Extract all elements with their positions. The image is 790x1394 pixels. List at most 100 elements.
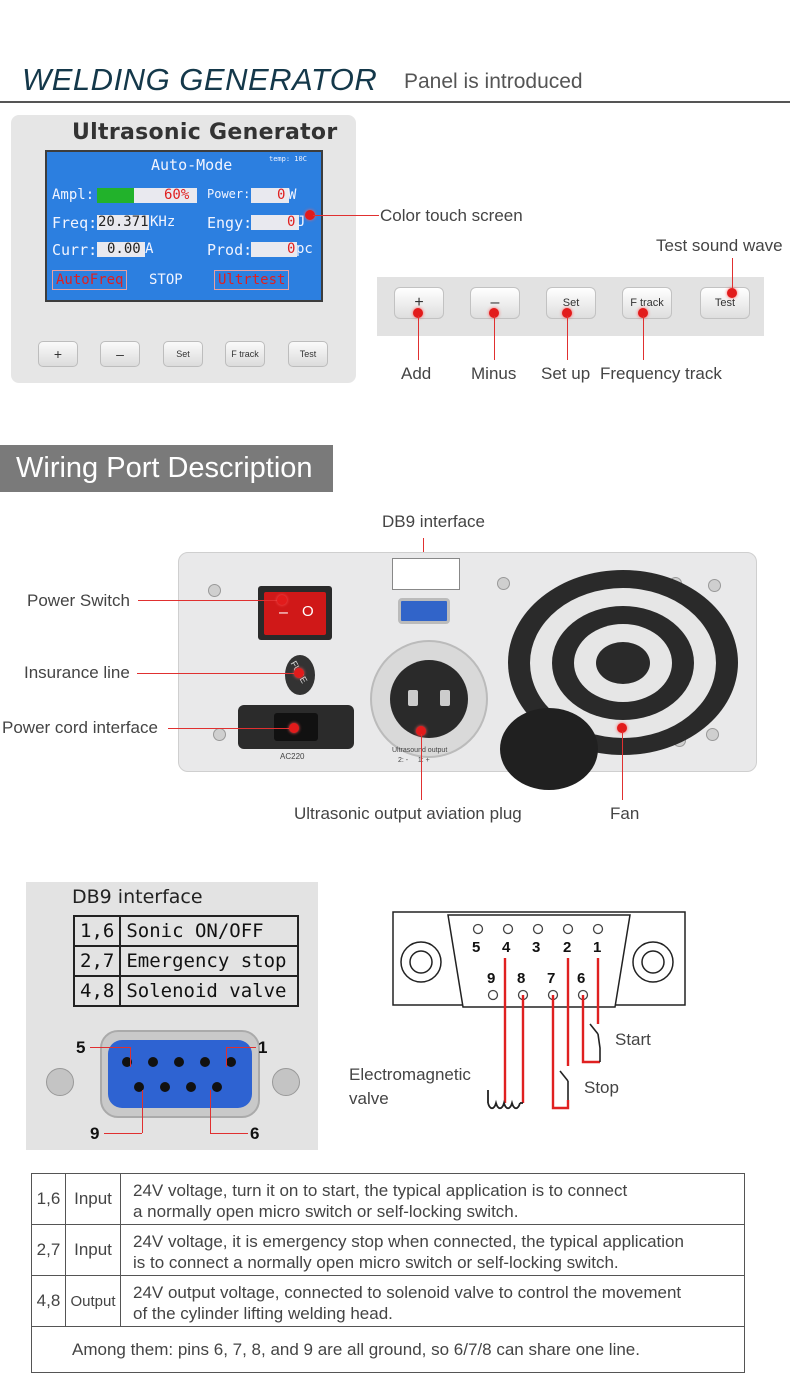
db9-interface-callout: DB9 interface — [382, 512, 485, 531]
mount-hole-inner — [409, 950, 433, 974]
test-callout-line — [732, 258, 733, 288]
panel-set-button[interactable]: Set — [163, 341, 203, 367]
pin6-line — [210, 1090, 211, 1133]
type-cell: Input — [65, 1173, 121, 1225]
lcd-freq-unit: KHz — [150, 214, 176, 230]
pin-cell: 2,7 — [31, 1224, 66, 1276]
db9-callout-line — [423, 538, 424, 558]
fan-callout-dot — [617, 723, 627, 733]
electromagnetic-valve-label-1: Electromagnetic — [349, 1065, 471, 1084]
setup-callout-dot — [562, 308, 572, 318]
pin-hole — [174, 1057, 184, 1067]
pin-hole — [212, 1082, 222, 1092]
description-cell: 24V voltage, turn it on to start, the ty… — [120, 1173, 745, 1225]
fan-label: Fan — [610, 804, 640, 823]
pin-hole — [200, 1057, 210, 1067]
add-label: Add — [401, 364, 432, 383]
output-plug-callout-line — [421, 734, 422, 800]
ampl-bar-track — [97, 188, 197, 203]
diagram-pin-7: 7 — [547, 970, 556, 987]
start-switch — [589, 1023, 599, 1035]
strip-minus-button[interactable]: – — [470, 287, 520, 319]
lcd-freq-value: 20.371 — [98, 214, 149, 230]
header-divider — [0, 101, 790, 103]
insurance-callout-dot — [294, 668, 304, 678]
pin-hole — [148, 1057, 158, 1067]
lcd-touch-screen[interactable]: Auto-Mode temp: 10C Ampl: 60% Power: 0 W… — [45, 150, 323, 302]
table-row: 4,8 Solenoid valve — [72, 975, 299, 1007]
page-title: WELDING GENERATOR — [22, 62, 378, 97]
table-row: 4,8 Output 24V output voltage, connected… — [31, 1275, 745, 1327]
lcd-power-unit: W — [288, 187, 297, 203]
panel-add-button[interactable]: + — [38, 341, 78, 367]
engy-value-box — [251, 215, 299, 230]
plug-pin — [440, 690, 450, 706]
diagram-pin-8: 8 — [517, 970, 526, 987]
db9-function-cell: Sonic ON/OFF — [119, 915, 299, 947]
screw — [208, 584, 221, 597]
diagram-pin-2: 2 — [563, 939, 572, 956]
power-cord-interface-label: Power cord interface — [2, 718, 158, 737]
screw — [497, 577, 510, 590]
freq-value-box — [97, 215, 149, 230]
table-row: 2,7 Input 24V voltage, it is emergency s… — [31, 1224, 745, 1276]
pin1-line — [226, 1047, 256, 1048]
ultrtest-button[interactable]: Ultrtest — [214, 270, 290, 290]
minus-callout-dot — [489, 308, 499, 318]
page-subtitle: Panel is introduced — [404, 70, 583, 93]
diagram-pin-5: 5 — [472, 939, 481, 956]
mini-db9-legend — [392, 558, 460, 590]
lcd-prod-label: Prod: — [207, 241, 253, 259]
plug-pin — [408, 690, 418, 706]
power-switch-rocker[interactable]: – O — [264, 592, 326, 635]
type-cell: Output — [65, 1275, 121, 1327]
autofreq-button[interactable]: AutoFreq — [52, 270, 128, 290]
pin-hole — [122, 1057, 132, 1067]
db9-standoff — [46, 1068, 74, 1096]
setup-callout-line — [567, 316, 568, 360]
start-label: Start — [615, 1030, 651, 1049]
panel-minus-button[interactable]: – — [100, 341, 140, 367]
pin5-line — [130, 1047, 131, 1067]
power-switch-callout-line — [138, 600, 280, 601]
panel-ftrack-button[interactable]: F track — [225, 341, 265, 367]
db9-connector-face[interactable] — [108, 1040, 252, 1108]
strip-add-button[interactable]: + — [394, 287, 444, 319]
db9-legend-table: 1,6 Sonic ON/OFF 2,7 Emergency stop 4,8 … — [72, 915, 299, 1007]
aviation-plug-inner — [390, 660, 468, 738]
plug-dust-cap — [500, 708, 598, 790]
db9-standoff — [272, 1068, 300, 1096]
ultrasonic-output-plug-label: Ultrasonic output aviation plug — [294, 804, 522, 823]
mount-hole — [632, 941, 674, 983]
fan-grille-center — [596, 642, 650, 684]
power-switch-callout-dot — [277, 595, 287, 605]
lcd-engy-unit: J — [297, 214, 306, 230]
switch-off-mark: O — [302, 603, 314, 620]
minus-label: Minus — [471, 364, 517, 383]
output-pins-mark: 2: - 1: + — [398, 757, 430, 764]
setup-label: Set up — [541, 364, 591, 383]
switches — [559, 1023, 601, 1100]
lcd-temp: temp: 10C — [269, 155, 307, 163]
diagram-pin-1: 1 — [593, 939, 602, 956]
lcd-prod-unit: pc — [296, 241, 313, 257]
screw — [708, 579, 721, 592]
pin1-line — [226, 1047, 227, 1067]
frequency-track-label: Frequency track — [600, 364, 722, 383]
panel-test-button[interactable]: Test — [288, 341, 328, 367]
pin-hole — [186, 1082, 196, 1092]
mount-hole — [400, 941, 442, 983]
test-sound-wave-label: Test sound wave — [656, 236, 783, 255]
power-value-box — [251, 188, 289, 203]
pin5-line — [90, 1047, 130, 1048]
strip-set-button[interactable]: Set — [546, 287, 596, 319]
strip-test-button[interactable]: Test — [700, 287, 750, 319]
pin9-line — [142, 1090, 143, 1133]
db9-port[interactable] — [398, 598, 450, 624]
lcd-ampl-label: Ampl: — [52, 187, 95, 203]
db9-photo-title: DB9 interface — [72, 886, 203, 908]
test-callout-dot — [727, 288, 737, 298]
table-row: 1,6 Input 24V voltage, turn it on to sta… — [31, 1173, 745, 1225]
wire-pin6 — [581, 995, 600, 1064]
